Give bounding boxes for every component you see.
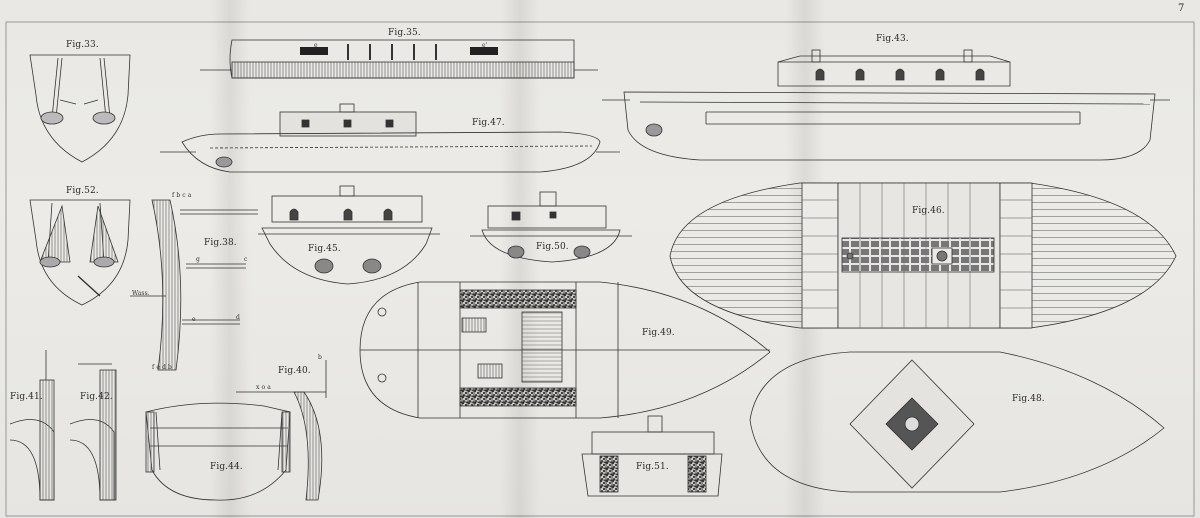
fig40-frame [236,360,327,501]
fig50-label: Fig.50. [536,242,569,252]
fig47-hull-profile [160,103,620,173]
fig35-hull-profile [200,39,598,79]
fig38-top-letters: f b c a [172,192,192,199]
fig33-label: Fig.33. [66,40,99,50]
fig51-section [581,415,723,497]
fig46-label: Fig.46. [912,206,945,216]
fig52-label: Fig.52. [66,186,99,196]
fig47-label: Fig.47. [472,118,505,128]
fig42-label: Fig.42. [80,392,113,402]
fig50-section [470,191,632,263]
fig38-waterline-label: Wass. [132,290,150,297]
plate-number: 7 [1178,3,1185,14]
fold-shadow [500,0,540,518]
plate-border [5,21,1195,517]
fig35-mark-e: e [314,42,318,49]
fig44-section [145,402,291,501]
fig49-label: Fig.49. [642,328,675,338]
fig38-point-d: d [236,314,240,321]
fig43-label: Fig.43. [876,34,909,44]
fig48-label: Fig.48. [1012,394,1045,404]
fig38-point-g: g [196,256,200,263]
fig46-deck-plan [669,182,1177,329]
fig38-bottom-letters: f e d b [152,364,172,371]
fig38-point-c: c [244,256,248,263]
fig41-42-frames [9,350,117,501]
fig52-stern-view [29,199,131,306]
fig40-label: Fig.40. [278,366,311,376]
fig45-section [258,185,440,285]
fig40-letters: x o a [256,384,271,391]
fig51-label: Fig.51. [636,462,669,472]
fig41-label: Fig.41. [10,392,43,402]
fig48-deck-plan [749,351,1165,493]
fig45-label: Fig.45. [308,244,341,254]
fig35-label: Fig.35. [388,28,421,38]
fig38-section [130,199,258,371]
fig40-point-b: b [318,354,322,361]
fig44-label: Fig.44. [210,462,243,472]
fig49-hull-plan [359,281,771,419]
fold-shadow [210,0,250,518]
fig38-label: Fig.38. [204,238,237,248]
fig43-hull-profile [602,49,1170,161]
fig38-point-e: e [192,316,196,323]
fig35-mark-e2: e' [482,42,488,49]
fig33-stern-view [29,54,131,163]
